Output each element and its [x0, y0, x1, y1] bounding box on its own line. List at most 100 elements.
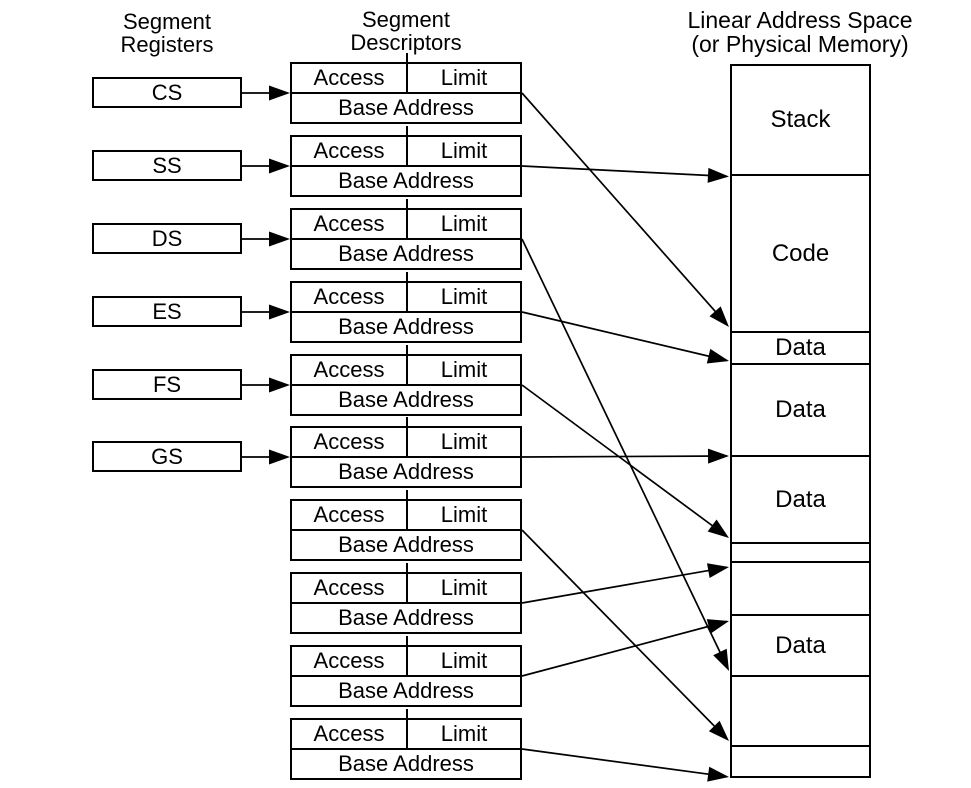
memory-segment-data-2: Data	[732, 365, 869, 457]
linear-address-space-header-line2: (or Physical Memory)	[691, 31, 909, 57]
descriptor-limit-cell: Limit	[440, 357, 488, 382]
descriptor-limit-cell: Limit	[440, 721, 488, 746]
register-box-gs: GS	[92, 441, 242, 472]
descriptor-limit-cell: Limit	[440, 429, 488, 454]
register-label-es: ES	[152, 298, 182, 324]
memory-segment-stack: Stack	[732, 66, 869, 176]
descriptor-box-6: Access Limit Base Address	[290, 417, 522, 488]
descriptor-base-cell: Base Address	[338, 168, 474, 193]
arrow-ss-to-descriptor-2	[242, 158, 290, 174]
descriptor-access-cell: Access	[292, 137, 408, 165]
segment-registers-header-line1: Segment	[122, 9, 212, 34]
descriptor-divider-tick	[406, 563, 408, 574]
memory-segment-label: Stack	[770, 106, 831, 133]
descriptor-box-3: Access Limit Base Address	[290, 199, 522, 270]
linear-address-space-header: Linear Address Space (or Physical Memory…	[670, 8, 930, 56]
descriptor-access-cell: Access	[292, 283, 408, 311]
arrow-descriptor-2-to-stack	[521, 165, 729, 183]
register-label-ss: SS	[152, 152, 182, 178]
register-box-es: ES	[92, 296, 242, 327]
register-box-fs: FS	[92, 369, 242, 400]
register-label-gs: GS	[151, 443, 183, 469]
register-label-ds: DS	[151, 225, 183, 251]
arrow-cs-to-descriptor-1	[242, 85, 290, 101]
descriptor-box-5: Access Limit Base Address	[290, 345, 522, 416]
descriptor-divider-tick	[406, 709, 408, 720]
arrow-descriptor-10-to-segment-10	[521, 748, 729, 782]
arrow-fs-to-descriptor-5	[242, 377, 290, 393]
arrow-ds-to-descriptor-3	[242, 231, 290, 247]
descriptor-base-cell: Base Address	[338, 532, 474, 557]
descriptor-limit-cell: Limit	[440, 65, 488, 90]
linear-address-space-column: Stack Code Data Data Data Data	[730, 64, 871, 778]
descriptor-base-cell: Base Address	[338, 95, 474, 120]
descriptor-divider-tick	[406, 53, 408, 64]
descriptor-base-cell: Base Address	[338, 459, 474, 484]
memory-segment-empty-4	[732, 747, 869, 776]
register-label-cs: CS	[151, 79, 183, 105]
descriptor-divider-tick	[406, 490, 408, 501]
descriptor-limit-cell: Limit	[440, 211, 488, 236]
register-label-fs: FS	[152, 371, 182, 397]
memory-segment-label: Data	[775, 485, 826, 513]
memory-segment-label: Data	[775, 334, 826, 361]
descriptor-box-7: Access Limit Base Address	[290, 490, 522, 561]
memory-segment-label: Code	[771, 239, 830, 267]
arrow-descriptor-7-to-segment-9	[521, 529, 729, 741]
arrow-es-to-descriptor-4	[242, 304, 290, 320]
descriptor-box-1: Access Limit Base Address	[290, 53, 522, 124]
descriptor-box-2: Access Limit Base Address	[290, 126, 522, 197]
memory-segment-empty-3	[732, 677, 869, 747]
descriptor-divider-tick	[406, 417, 408, 428]
descriptor-divider-tick	[406, 272, 408, 283]
segment-registers-header-line2: Registers	[120, 32, 214, 57]
segment-descriptors-header: Segment Descriptors	[306, 8, 506, 54]
memory-segment-code: Code	[732, 176, 869, 333]
descriptor-divider-tick	[406, 199, 408, 210]
memory-segment-empty-1	[732, 544, 869, 563]
register-box-ss: SS	[92, 150, 242, 181]
arrow-descriptor-9-to-segment-7	[521, 619, 729, 677]
memory-segment-label: Data	[775, 631, 826, 659]
descriptor-base-cell: Base Address	[338, 387, 474, 412]
descriptor-access-cell: Access	[292, 720, 408, 748]
descriptor-box-10: Access Limit Base Address	[290, 709, 522, 780]
segment-descriptors-header-line2: Descriptors	[350, 30, 462, 55]
arrow-descriptor-1-to-code	[521, 92, 729, 327]
arrow-gs-to-descriptor-6	[242, 449, 290, 465]
descriptor-limit-cell: Limit	[440, 138, 488, 163]
segment-registers-header: Segment Registers	[67, 10, 267, 56]
arrow-descriptor-5-to-data-3	[521, 384, 729, 538]
arrow-descriptor-8-to-segment-6	[521, 563, 729, 604]
descriptor-divider-tick	[406, 345, 408, 356]
descriptor-box-4: Access Limit Base Address	[290, 272, 522, 343]
register-box-cs: CS	[92, 77, 242, 108]
descriptor-base-cell: Base Address	[338, 241, 474, 266]
register-box-ds: DS	[92, 223, 242, 254]
descriptor-access-cell: Access	[292, 647, 408, 675]
arrow-descriptor-6-to-data-2	[521, 448, 729, 464]
descriptor-access-cell: Access	[292, 501, 408, 529]
descriptor-limit-cell: Limit	[440, 575, 488, 600]
descriptor-base-cell: Base Address	[338, 751, 474, 776]
descriptor-base-cell: Base Address	[338, 314, 474, 339]
memory-segment-empty-2	[732, 563, 869, 616]
descriptor-divider-tick	[406, 636, 408, 647]
linear-address-space-header-line1: Linear Address Space	[687, 7, 913, 33]
descriptor-access-cell: Access	[292, 574, 408, 602]
descriptor-limit-cell: Limit	[440, 648, 488, 673]
descriptor-limit-cell: Limit	[440, 502, 488, 527]
memory-segment-data-1: Data	[732, 333, 869, 365]
descriptor-access-cell: Access	[292, 428, 408, 456]
arrow-descriptor-3-to-data-4	[521, 238, 729, 671]
memory-segment-label: Data	[775, 396, 826, 423]
descriptor-box-8: Access Limit Base Address	[290, 563, 522, 634]
segment-descriptors-header-line1: Segment	[361, 7, 451, 32]
memory-segment-data-4: Data	[732, 616, 869, 677]
descriptor-base-cell: Base Address	[338, 678, 474, 703]
descriptor-divider-tick	[406, 126, 408, 137]
arrow-descriptor-4-to-data-1	[521, 311, 729, 364]
descriptor-access-cell: Access	[292, 210, 408, 238]
descriptor-access-cell: Access	[292, 64, 408, 92]
